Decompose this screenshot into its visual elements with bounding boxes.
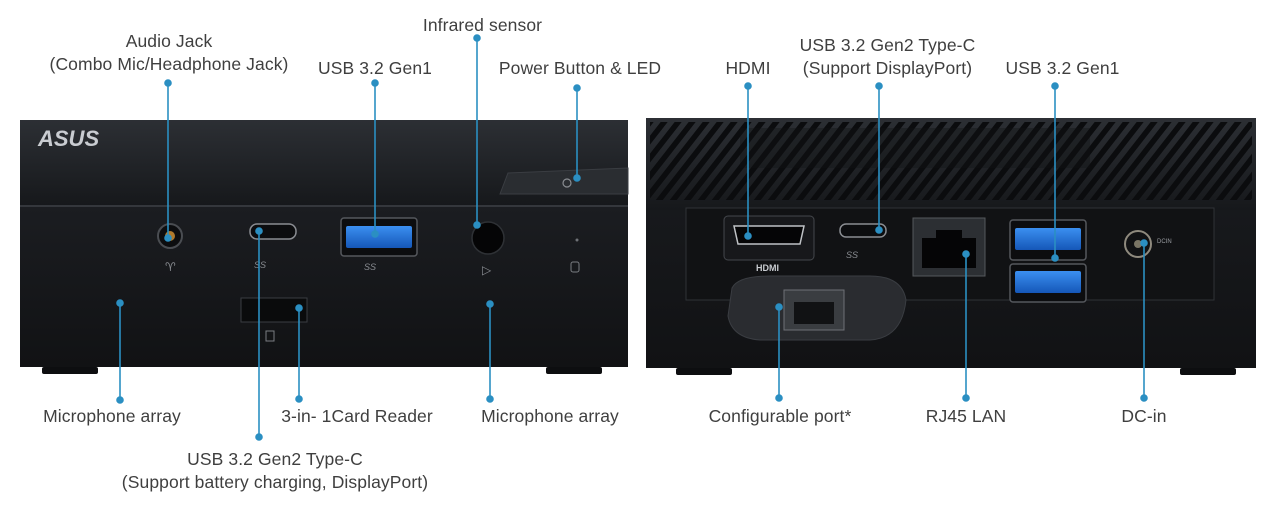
front-view: ASUS ♈ SS SS ▷ [20,120,629,374]
usb-a-back-port-top[interactable] [1009,219,1087,261]
label-card-reader: 3-in- 1Card Reader [281,406,433,426]
label-audio-jack-line1: Audio Jack [125,31,213,51]
infrared-sensor [471,221,505,255]
usbc-front-port[interactable] [249,223,297,240]
label-mic-left: Microphone array [43,406,181,426]
vent-grille [650,122,1252,200]
label-usbc-back: USB 3.2 Gen2 Type-C (Support DisplayPort… [780,34,995,80]
label-usbc-back-line2: (Support DisplayPort) [802,58,973,78]
label-audio-jack-line2: (Combo Mic/Headphone Jack) [49,54,289,74]
usb-front-ss-mark: SS [364,262,376,272]
usbc-back-ss-mark: SS [846,250,858,260]
label-configurable: Configurable port* [708,406,852,426]
label-dcin: DC-in [1121,406,1167,426]
label-infrared: Infrared sensor [422,15,543,35]
label-usbc-back-line1: USB 3.2 Gen2 Type-C [799,35,976,55]
usbc-back-port[interactable] [839,223,887,238]
usbc-front-ss-mark: SS [254,260,266,270]
callouts [116,34,1148,441]
back-view: HDMI SS DCIN [646,118,1256,375]
svg-text:▷: ▷ [482,263,492,277]
label-hdmi: HDMI [725,58,771,78]
usb-a-front-port[interactable] [340,217,418,257]
label-usb-back: USB 3.2 Gen1 [1005,58,1120,78]
label-usbc-front: USB 3.2 Gen2 Type-C (Support battery cha… [80,448,470,494]
label-power: Power Button & LED [498,58,662,78]
rj45-port[interactable] [912,217,986,277]
label-audio-jack: Audio Jack (Combo Mic/Headphone Jack) [14,30,324,76]
label-usbc-front-line1: USB 3.2 Gen2 Type-C [187,449,363,469]
label-mic-right: Microphone array [481,406,619,426]
usb-a-back-port-bottom[interactable] [1009,263,1087,303]
svg-text:♈: ♈ [165,260,176,274]
asus-logo: ASUS [37,126,99,151]
dcin-mark: DCIN [1157,239,1172,245]
hdmi-mark: HDMI [756,263,779,273]
label-usbc-front-line2: (Support battery charging, DisplayPort) [121,472,429,492]
brand-text: ASUS [37,126,99,151]
hdmi-port[interactable] [723,215,815,261]
label-usb-front: USB 3.2 Gen1 [317,58,433,78]
label-rj45: RJ45 LAN [925,406,1007,426]
configurable-port[interactable] [727,275,907,341]
